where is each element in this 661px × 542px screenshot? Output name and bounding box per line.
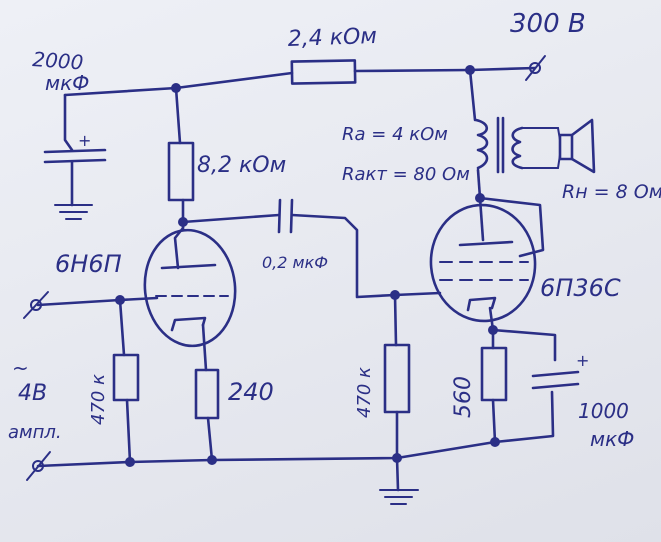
- label-r-grid1: 470 к: [88, 374, 109, 425]
- output-transformer: [474, 116, 561, 174]
- junction-dot: [125, 457, 135, 467]
- junction-dot: [171, 83, 181, 93]
- resistor-2-4k: [290, 59, 357, 85]
- tube-6p36s: [429, 203, 537, 323]
- junction-dot: [475, 193, 485, 203]
- junction-dot: [488, 325, 498, 335]
- capacitor-cathode-1000uf: [531, 370, 580, 390]
- terminal-supply: [525, 55, 546, 81]
- label-input-voltage: 4В: [18, 381, 47, 406]
- label-tube1: 6Н6П: [55, 250, 122, 278]
- label-input-ac: ~: [12, 356, 29, 380]
- junction-dot: [115, 295, 125, 305]
- resistor-cathode1-240: [194, 368, 220, 420]
- label-r-grid2: 470 к: [354, 367, 375, 418]
- resistor-grid2-470k: [383, 343, 411, 414]
- tube-6n6p: [143, 226, 237, 348]
- label-tube2: 6П36С: [540, 274, 621, 302]
- label-c-filter-unit: мкФ: [45, 71, 89, 95]
- label-supply-voltage: 300 В: [510, 9, 586, 39]
- ground-symbol: [379, 456, 419, 505]
- label-r-cathode1: 240: [228, 378, 274, 406]
- label-r-cathode2: 560: [451, 376, 476, 418]
- junction-dot: [465, 65, 475, 75]
- label-c-cathode-value: 1000: [578, 399, 629, 423]
- junction-dot: [390, 290, 400, 300]
- terminal-input: [23, 291, 49, 319]
- label-c-cathode-unit: мкФ: [590, 427, 634, 451]
- capacitor-coupling-0-2uf: [277, 198, 294, 234]
- terminal-input-ground: [26, 451, 51, 481]
- label-r-top: 2,4 кОм: [287, 24, 377, 52]
- resistor-grid1-470k: [112, 353, 140, 402]
- junction-dot: [207, 455, 217, 465]
- junction-dots: [115, 65, 500, 467]
- label-rn: Rн = 8 Ом: [562, 181, 661, 203]
- junction-dot: [178, 217, 188, 227]
- label-c-filter-plus: +: [78, 131, 91, 150]
- label-input-unit: ампл.: [8, 422, 62, 443]
- label-r-anode1: 8,2 кОм: [197, 153, 286, 178]
- label-c-filter-value: 2000: [32, 47, 84, 74]
- label-rakt: Rакт = 80 Ом: [342, 164, 470, 185]
- junction-dot: [490, 437, 500, 447]
- capacitor-filter-2000uf: [43, 148, 107, 220]
- resistor-cathode2-560: [480, 346, 508, 402]
- label-c-cathode-plus: +: [576, 351, 589, 370]
- resistor-8-2k: [167, 141, 195, 202]
- speaker-icon: [558, 118, 596, 174]
- label-c-coupling: 0,2 мкФ: [262, 253, 328, 272]
- label-ra: Rа = 4 кОм: [342, 124, 448, 145]
